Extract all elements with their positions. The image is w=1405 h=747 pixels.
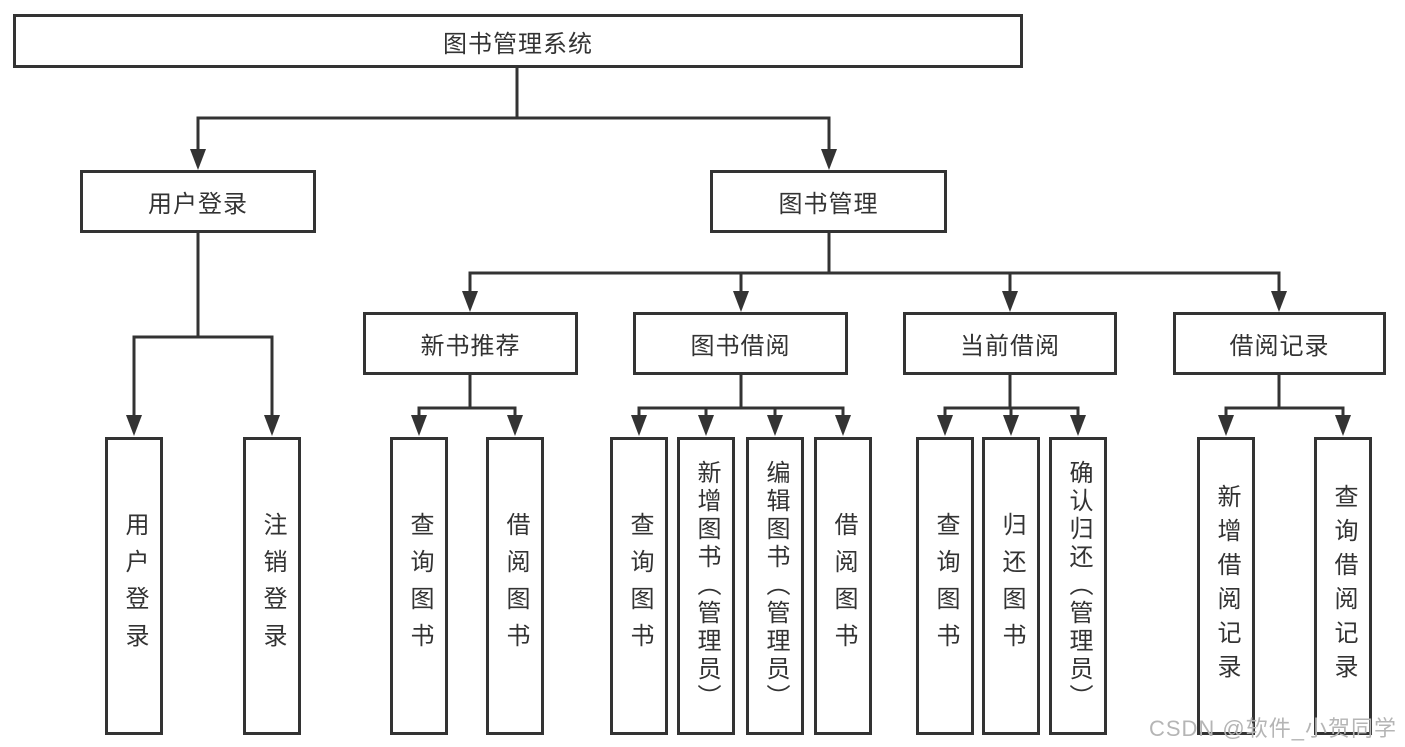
leaf-edit-book-admin: 编辑图书（管理员） (746, 437, 804, 735)
leaf-return-book: 归还图书 (982, 437, 1040, 735)
leaf-query-books-recommend: 查询图书 (390, 437, 448, 735)
node-label: 新增图书（管理员） (693, 460, 720, 712)
connector-book-borrow-to-leaves (637, 375, 845, 418)
leaf-add-borrow-record: 新增借阅记录 (1197, 437, 1255, 735)
node-label: 编辑图书（管理员） (762, 460, 789, 712)
node-label: 用户登录 (121, 512, 148, 660)
node-label: 借阅记录 (1229, 333, 1330, 360)
connector-book-management-to-level3 (468, 233, 1281, 294)
node-label: 用户登录 (148, 191, 248, 218)
watermark: CSDN @软件_小贺同学 (1148, 716, 1397, 741)
node-label: 图书借阅 (690, 333, 791, 360)
leaf-logout: 注销登录 (243, 437, 301, 735)
leaf-query-borrow-record: 查询借阅记录 (1314, 437, 1372, 735)
node-label: 归还图书 (998, 512, 1025, 660)
leaf-query-books-borrow: 查询图书 (610, 437, 668, 735)
node-label: 查询借阅记录 (1330, 484, 1357, 688)
node-label: 图书管理 (778, 191, 879, 218)
node-user-login: 用户登录 (80, 170, 316, 233)
connector-new-book-recommend-to-leaves (417, 375, 517, 418)
leaf-user-login: 用户登录 (105, 437, 163, 735)
node-label: 当前借阅 (960, 333, 1060, 360)
leaf-borrow-books-recommend: 借阅图书 (486, 437, 544, 735)
node-new-book-recommend: 新书推荐 (363, 312, 578, 375)
connector-user-login-to-leaves (132, 233, 274, 418)
node-label: 借阅图书 (830, 512, 857, 660)
leaf-query-books-current: 查询图书 (916, 437, 974, 735)
node-current-borrow: 当前借阅 (903, 312, 1117, 375)
node-label: 借阅图书 (502, 512, 529, 660)
node-label: 新增借阅记录 (1213, 484, 1240, 688)
node-label: 查询图书 (626, 512, 653, 660)
node-book-borrow: 图书借阅 (633, 312, 848, 375)
node-label: 图书管理系统 (443, 30, 593, 58)
node-label: 确认归还（管理员） (1065, 460, 1092, 712)
node-label: 注销登录 (259, 512, 286, 660)
leaf-add-book-admin: 新增图书（管理员） (677, 437, 735, 735)
node-label: 查询图书 (406, 512, 433, 660)
connector-root-to-level2 (196, 68, 831, 152)
leaf-borrow-books-borrow: 借阅图书 (814, 437, 872, 735)
node-borrow-records: 借阅记录 (1173, 312, 1386, 375)
connector-borrow-records-to-leaves (1224, 375, 1345, 418)
node-book-management: 图书管理 (710, 170, 947, 233)
connector-current-borrow-to-leaves (943, 375, 1080, 418)
node-library-management-system: 图书管理系统 (13, 14, 1023, 68)
node-label: 新书推荐 (420, 333, 521, 360)
node-label: 查询图书 (932, 512, 959, 660)
leaf-confirm-return-admin: 确认归还（管理员） (1049, 437, 1107, 735)
